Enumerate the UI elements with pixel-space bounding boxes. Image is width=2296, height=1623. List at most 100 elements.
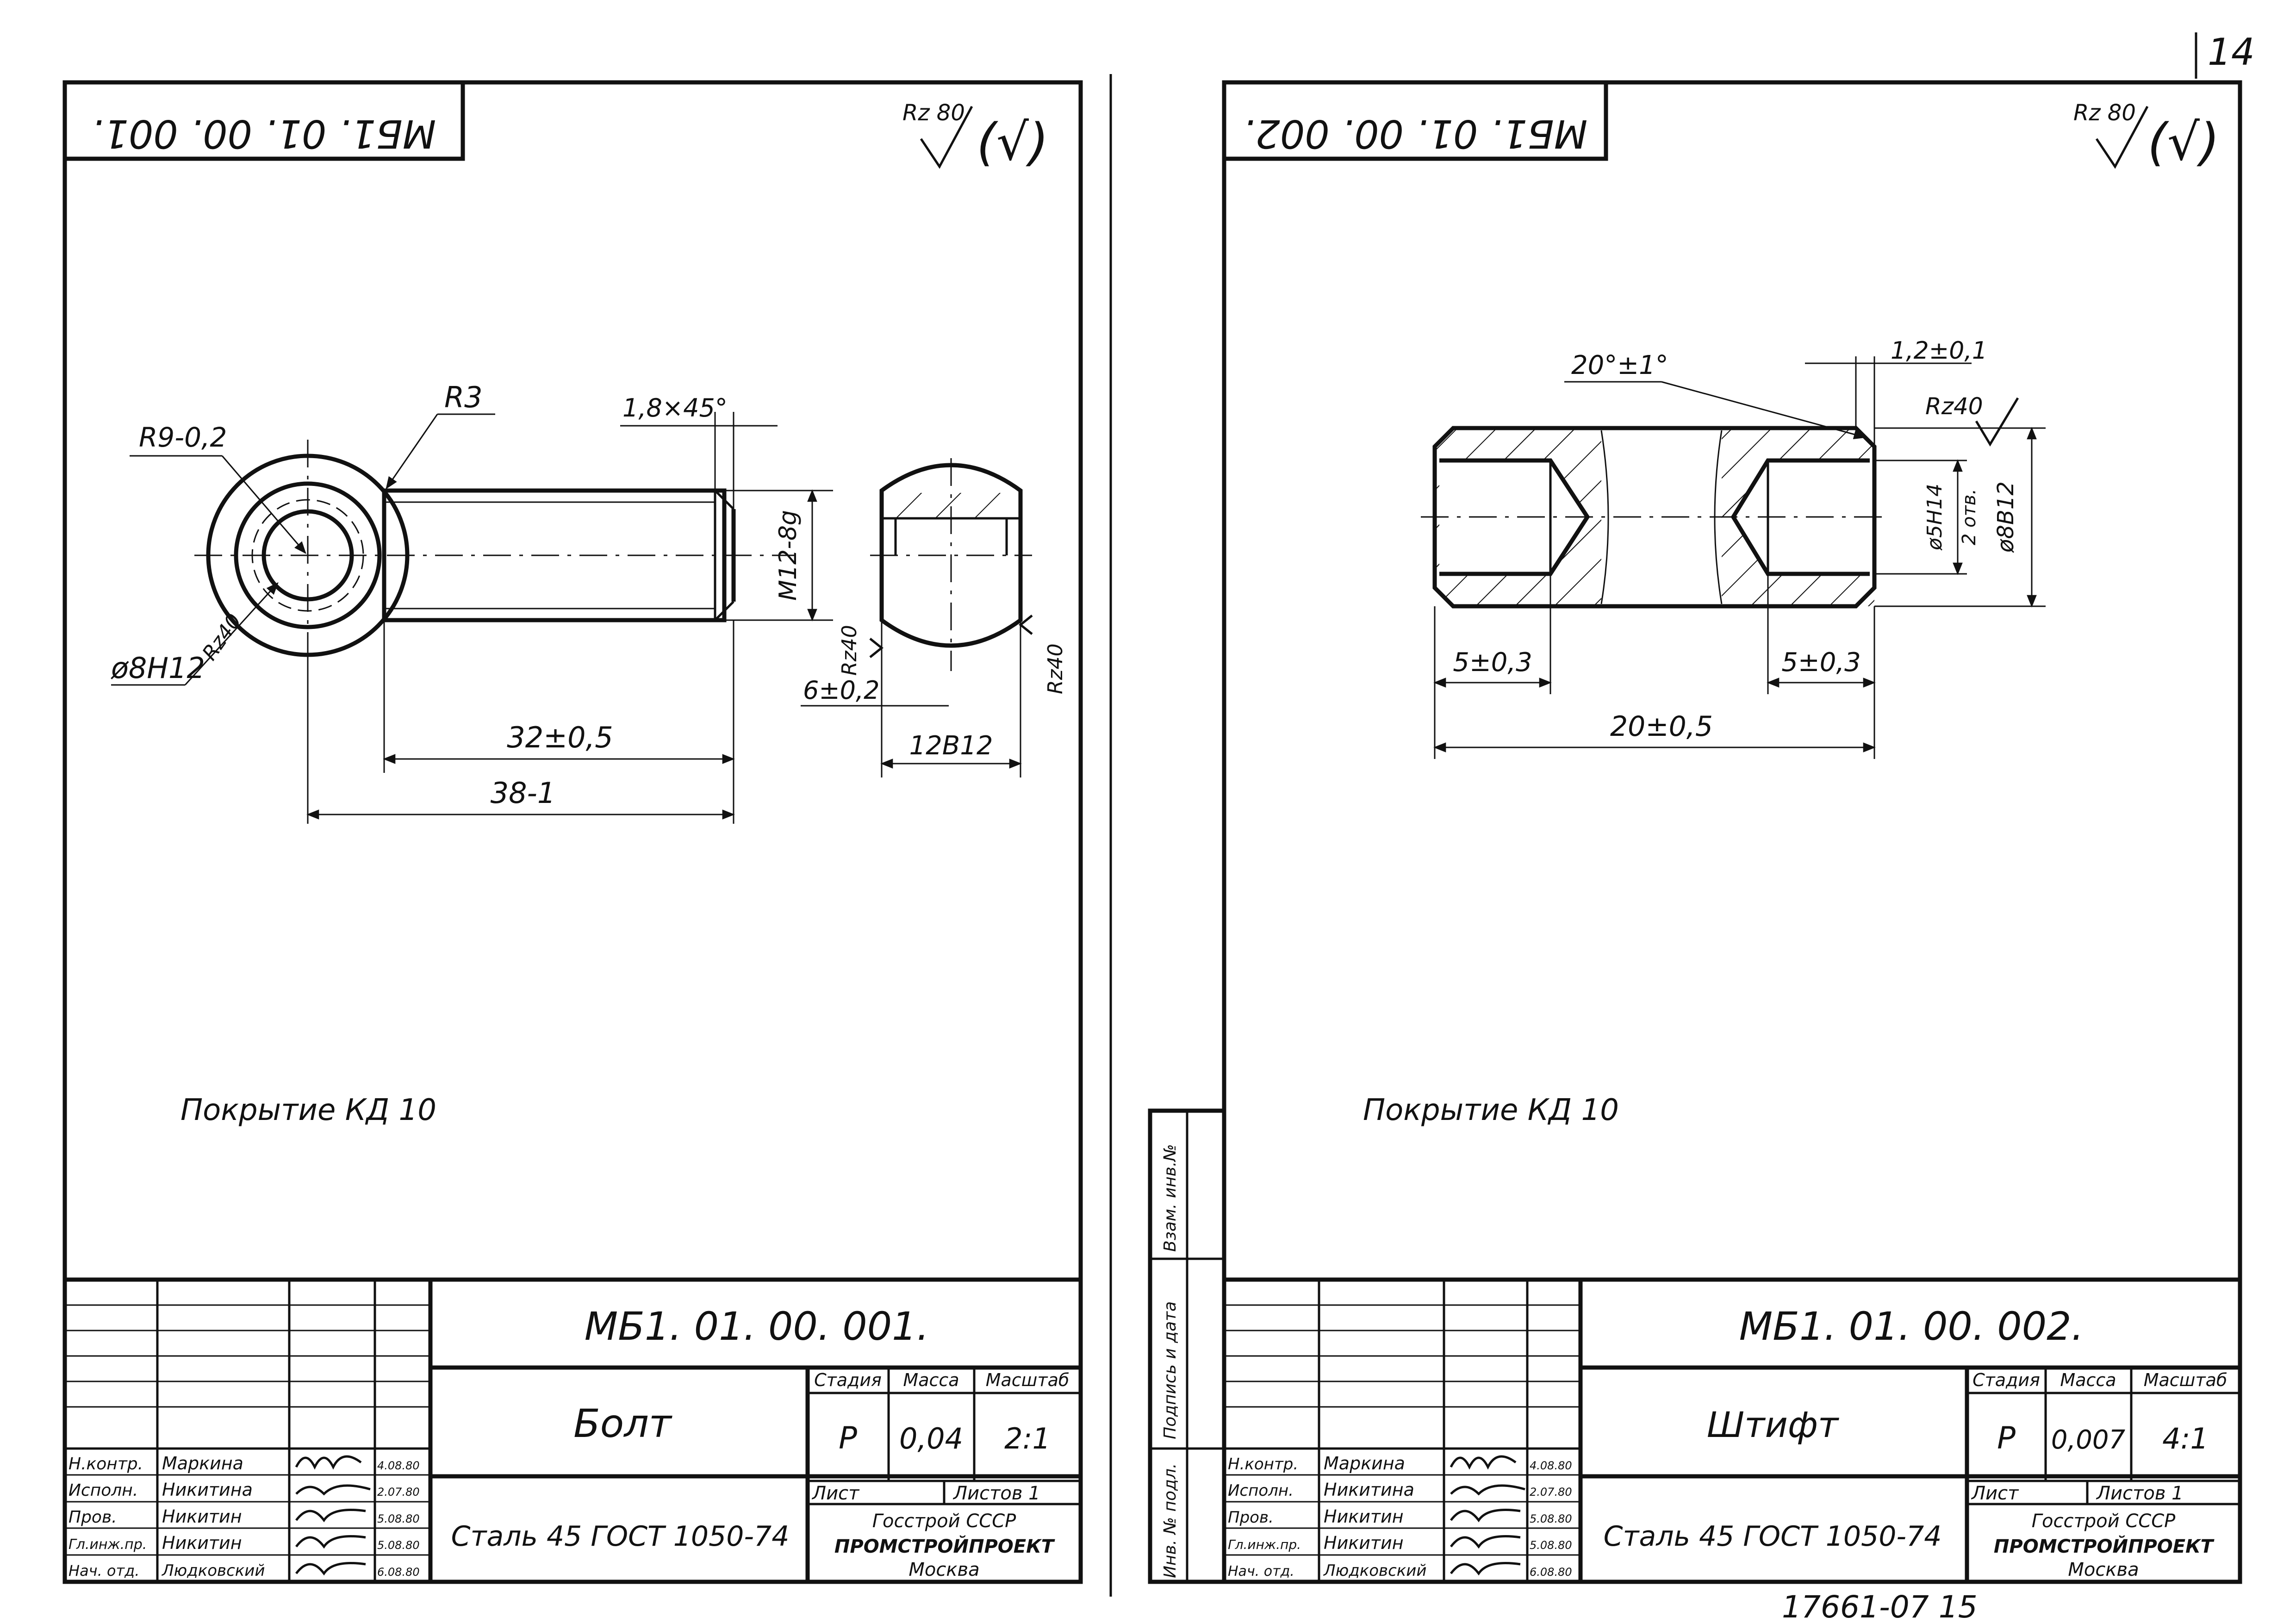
bolt-shank bbox=[382, 488, 727, 622]
pin-section-view bbox=[1421, 426, 1888, 609]
side-label-strip: Инв. № подл. Подпись и дата Взам. инв.№ bbox=[1148, 1108, 1226, 1584]
label-vzam-inv: Взам. инв.№ bbox=[1161, 1144, 1180, 1252]
row-4-date: 6.08.80 bbox=[377, 1566, 420, 1579]
dim-rz-right: Rz40 bbox=[1044, 643, 1067, 694]
sheet-2-dimensions: 20°±1° 1,2±0,1 Rz40 ø5H14 2 отв. ø8В12 bbox=[1433, 337, 2046, 759]
dim-width: 12В12 bbox=[909, 731, 993, 761]
dim-thickness: 6±0,2 bbox=[803, 676, 879, 705]
bolt-side-view: 12В12 6±0,2 Rz40 Rz40 bbox=[801, 458, 1067, 777]
row-1-date: 2.07.80 bbox=[1530, 1486, 1572, 1499]
value-mass: 0,007 bbox=[2051, 1425, 2126, 1455]
sheet-2-title-block: МБ1. 01. 00. 002. Штифт Сталь 45 ГОСТ 10… bbox=[1224, 1277, 2240, 1582]
svg-text:(√): (√) bbox=[2147, 112, 2220, 172]
row-0-name: Маркина bbox=[162, 1453, 243, 1474]
dim-diameter: ø8В12 bbox=[1993, 481, 2019, 553]
dim-depth-right: 5±0,3 bbox=[1781, 647, 1861, 678]
dim-length-total: 38-1 bbox=[491, 776, 556, 810]
row-4-role: Нач. отд. bbox=[1228, 1563, 1294, 1579]
title-code: МБ1. 01. 00. 001. bbox=[585, 1304, 929, 1349]
row-0-role: Н.контр. bbox=[68, 1455, 143, 1474]
title-name: Болт bbox=[573, 1401, 672, 1446]
signature bbox=[295, 1455, 362, 1470]
svg-text:(√): (√) bbox=[977, 112, 1049, 172]
row-0-date: 4.08.80 bbox=[377, 1459, 420, 1472]
bolt-front-view bbox=[194, 440, 796, 671]
dim-radius-outer: R9-0,2 bbox=[139, 422, 227, 453]
row-3-date: 5.08.80 bbox=[377, 1539, 420, 1552]
label-sheets: Листов 1 bbox=[2096, 1483, 2184, 1504]
dim-hole: ø8H12 bbox=[111, 651, 205, 685]
dim-rz-ring: Rz40 bbox=[198, 609, 246, 665]
sheet-2: МБ1. 01. 00. 002. Rz 80 (√) bbox=[1222, 80, 2242, 1584]
row-0-date: 4.08.80 bbox=[1530, 1459, 1572, 1472]
header-stage: Стадия bbox=[1972, 1370, 2040, 1390]
row-4-role: Нач. отд. bbox=[68, 1562, 139, 1579]
header-scale: Масштаб bbox=[986, 1370, 1070, 1390]
row-2-date: 5.08.80 bbox=[1530, 1512, 1572, 1525]
row-1-role: Исполн. bbox=[68, 1481, 138, 1500]
svg-text:Rz 80: Rz 80 bbox=[2073, 100, 2136, 126]
header-scale: Масштаб bbox=[2144, 1370, 2228, 1390]
row-1-role: Исполн. bbox=[1228, 1481, 1294, 1500]
bolt-head-middle-circle bbox=[234, 481, 382, 629]
sheet-1-coating: Покрытие КД 10 bbox=[180, 1093, 436, 1127]
value-stage: Р bbox=[839, 1420, 857, 1456]
org-line-3: Москва bbox=[2068, 1559, 2139, 1580]
row-1-date: 2.07.80 bbox=[377, 1486, 420, 1499]
org-line-1: Госстрой СССР bbox=[872, 1511, 1016, 1532]
row-2-date: 5.08.80 bbox=[377, 1512, 420, 1525]
dim-chamfer: 1,2±0,1 bbox=[1891, 337, 1987, 365]
sheet-1-title-block: МБ1. 01. 00. 001. Болт Сталь 45 ГОСТ 105… bbox=[65, 1277, 1081, 1582]
row-1-name: Никитина bbox=[1324, 1480, 1414, 1500]
org-line-2: ПРОМСТРОЙПРОЕКТ bbox=[834, 1535, 1055, 1557]
dim-length-thread: 32±0,5 bbox=[507, 721, 613, 754]
dim-thread: M12-8g bbox=[774, 510, 802, 601]
dim-radius-fillet: R3 bbox=[444, 380, 483, 414]
header-mass: Масса bbox=[2060, 1370, 2116, 1390]
header-mass: Масса bbox=[903, 1370, 959, 1390]
title-code: МБ1. 01. 00. 002. bbox=[1739, 1304, 2084, 1349]
row-0-name: Маркина bbox=[1324, 1453, 1405, 1474]
sheet-2-roughness-general: Rz 80 (√) bbox=[2073, 100, 2220, 172]
value-scale: 2:1 bbox=[1004, 1422, 1051, 1455]
sheet-2-coating: Покрытие КД 10 bbox=[1363, 1093, 1619, 1127]
row-3-name: Никитин bbox=[1324, 1533, 1404, 1553]
dim-depth-left: 5±0,3 bbox=[1453, 647, 1532, 678]
row-2-name: Никитин bbox=[162, 1506, 242, 1527]
sheet-2-mirrored-code: МБ1. 01. 00. 002. bbox=[1243, 111, 1588, 156]
row-2-role: Пров. bbox=[68, 1508, 117, 1527]
bottom-stamp: 17661-07 15 bbox=[1782, 1589, 1978, 1623]
dim-chamfer: 1,8×45° bbox=[622, 393, 728, 423]
sheet-1-mirrored-code: МБ1. 01. 00. 001. bbox=[92, 111, 436, 156]
sheet-2-frame bbox=[1222, 80, 2242, 1584]
label-sheet: Лист bbox=[811, 1483, 860, 1504]
sheet-1: МБ1. 01. 00. 001. Rz 80 (√) bbox=[62, 80, 1083, 1584]
sheet-1-roughness-general: Rz 80 (√) bbox=[902, 100, 1049, 172]
title-material: Сталь 45 ГОСТ 1050-74 bbox=[451, 1520, 790, 1553]
row-3-date: 5.08.80 bbox=[1530, 1539, 1572, 1552]
row-2-role: Пров. bbox=[1228, 1508, 1274, 1527]
row-0-role: Н.контр. bbox=[1228, 1455, 1298, 1474]
row-2-name: Никитин bbox=[1324, 1506, 1404, 1527]
value-mass: 0,04 bbox=[899, 1422, 963, 1455]
dim-angle: 20°±1° bbox=[1571, 350, 1668, 380]
org-line-3: Москва bbox=[908, 1559, 979, 1580]
row-4-date: 6.08.80 bbox=[1530, 1566, 1572, 1579]
row-3-role: Гл.инж.пр. bbox=[68, 1536, 147, 1553]
header-stage: Стадия bbox=[814, 1370, 882, 1390]
label-sheet: Лист bbox=[1971, 1483, 2019, 1504]
label-inv-podl: Инв. № подл. bbox=[1161, 1463, 1180, 1578]
dim-rz-left: Rz40 bbox=[838, 625, 861, 676]
sheet-1-code-box bbox=[62, 80, 465, 161]
row-4-name: Людковский bbox=[161, 1561, 265, 1580]
value-scale: 4:1 bbox=[2162, 1422, 2209, 1455]
title-name: Штифт bbox=[1707, 1404, 1840, 1445]
row-1-name: Никитина bbox=[162, 1480, 253, 1500]
org-line-1: Госстрой СССР bbox=[2032, 1511, 2176, 1532]
row-4-name: Людковский bbox=[1323, 1561, 1427, 1580]
dim-length: 20±0,5 bbox=[1610, 710, 1713, 743]
sheet-1-frame bbox=[62, 80, 1083, 1584]
row-3-name: Никитин bbox=[162, 1533, 242, 1553]
row-3-role: Гл.инж.пр. bbox=[1228, 1537, 1301, 1552]
